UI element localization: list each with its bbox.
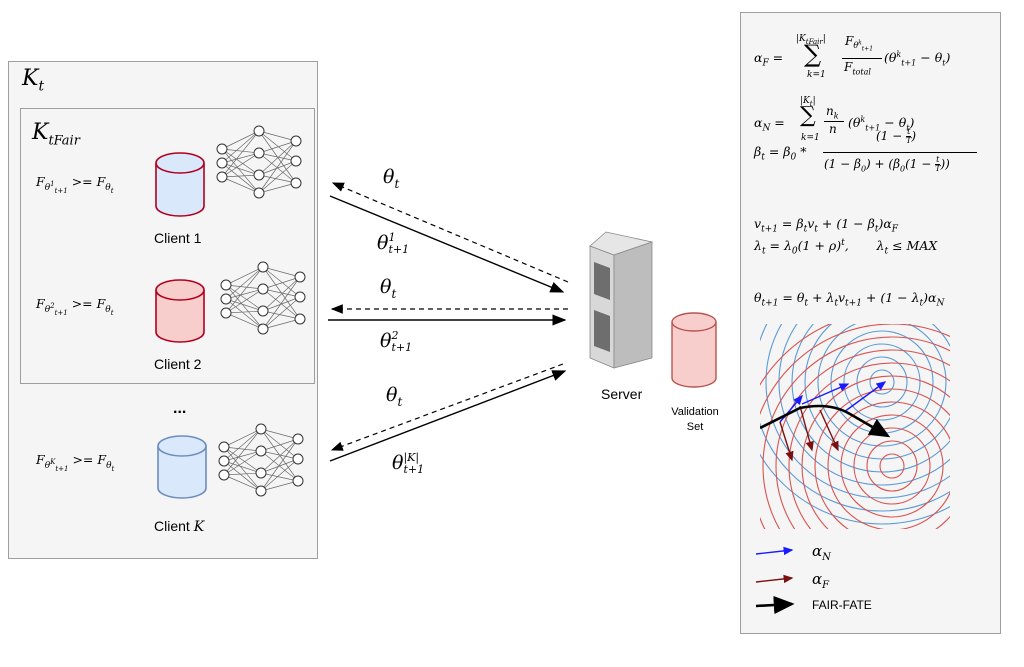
client-k-label: Client K [154, 518, 205, 535]
client-k-database-icon [157, 435, 207, 499]
arrow-label-down-3: θt [386, 384, 403, 409]
equation-lambda: λt = λ0(1 + ρ)t, λt ≤ MAX [754, 238, 938, 257]
sum-lower-alpha-n: k=1 [801, 133, 820, 143]
client-k-condition: FθKt+1 >= Fθt [36, 452, 115, 473]
client-2-label: Client 2 [154, 356, 202, 372]
arrow-label-down-1: θt [383, 166, 400, 191]
fair-fate-path [760, 404, 891, 438]
client-1-label: Client 1 [154, 230, 202, 246]
legend-arrows [755, 546, 795, 615]
sum-upper-alpha-n: |Kt| [800, 96, 816, 108]
arrow-down-1 [331, 182, 569, 283]
alpha-n-step-3 [843, 381, 887, 413]
client-2-condition: Fθ2t+1 >= Fθt [36, 296, 114, 317]
legend-alpha-n-label: αN [812, 542, 831, 563]
server-label: Server [601, 386, 643, 402]
client-1-model-icon [216, 125, 302, 199]
clients-and-arrows-canvas [155, 125, 717, 499]
legend-alpha-n-arrow [755, 546, 794, 556]
alpha-n-fraction-bar [824, 121, 844, 122]
equation-alpha-n: αN = [754, 115, 785, 134]
arrow-up-3 [329, 370, 567, 462]
equation-alpha-f: αF = [754, 50, 784, 69]
legend-fair-fate-arrow [755, 595, 795, 615]
alpha-f-rhs: (θkt+1 − θt) [884, 50, 951, 68]
alpha-f-fraction-bar [842, 58, 882, 59]
equation-theta-update: θt+1 = θt + λtvt+1 + (1 − λt)αN [754, 290, 945, 309]
contour-plot [760, 324, 950, 529]
legend-alpha-f-arrow [755, 574, 794, 584]
alpha-n-rhs: (θkt+1 − θt) [848, 115, 915, 133]
client-2-database-icon [155, 279, 205, 343]
legend-alpha-f-label: αF [812, 570, 830, 591]
sum-upper-alpha-f: |KtFair| [796, 34, 826, 46]
beta-fraction-bar [823, 152, 977, 153]
validation-set-icon [671, 312, 717, 388]
sum-sign-alpha-f: ∑ [804, 40, 822, 68]
alpha-n-step-1 [779, 394, 803, 423]
alpha-n-denominator: n [829, 122, 837, 136]
alpha-f-step-2 [799, 405, 814, 452]
sum-sign-alpha-n: ∑ [800, 103, 816, 128]
alpha-n-numerator: nk [826, 104, 839, 121]
legend-fair-fate-label: FAIR-FATE [812, 598, 872, 612]
group-label-kt: Kt [22, 66, 45, 95]
client-1-condition: Fθ1t+1 >= Fθt [36, 174, 114, 195]
server-icon [589, 231, 654, 369]
client-k-model-icon [218, 423, 304, 497]
sum-lower-alpha-f: k=1 [807, 70, 826, 80]
alpha-f-step-1 [779, 421, 794, 462]
arrow-label-down-2: θt [380, 276, 397, 301]
clients-ellipsis: ... [173, 400, 187, 417]
group-label-kt-fair: KtFair [32, 120, 80, 149]
arrow-down-3 [330, 363, 564, 451]
client-2-model-icon [220, 261, 306, 335]
alpha-f-denominator: Ftotal [844, 60, 871, 77]
alpha-f-step-3 [819, 409, 839, 452]
alpha-n-step-2 [801, 383, 850, 405]
equation-beta: βt = β0 * [754, 144, 807, 163]
alpha-f-numerator: Fθkt+1 [845, 34, 874, 53]
arrow-up-1 [329, 195, 565, 293]
arrow-label-up-3: θ|K|t+1 [392, 451, 425, 476]
equations-panel [740, 12, 1001, 634]
client-1-database-icon [155, 152, 205, 217]
equation-velocity: vt+1 = βtvt + (1 − βt)αF [754, 216, 899, 235]
